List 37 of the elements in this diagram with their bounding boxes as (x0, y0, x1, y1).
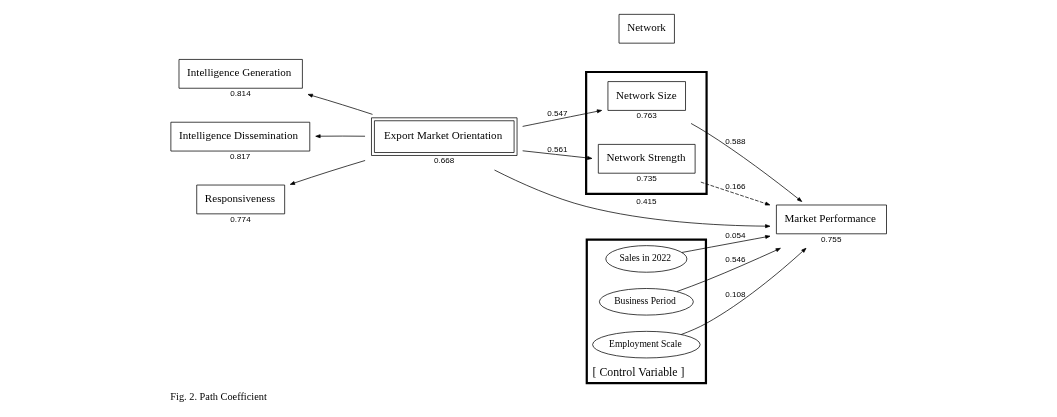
arrow (307, 93, 373, 115)
arrow (494, 169, 771, 229)
node-label: 0.735 (636, 174, 657, 184)
node-box: Intelligence Dissemination (170, 121, 311, 152)
arrow (690, 123, 803, 202)
edge-label: 0.588 (725, 137, 746, 147)
node-ellipse: Sales in 2022 (605, 245, 688, 273)
node-box: Intelligence Generation (178, 59, 303, 89)
arrow (700, 181, 771, 206)
arrow (681, 235, 771, 253)
arrow (676, 247, 781, 292)
edge-label: 0.546 (725, 254, 746, 264)
node-label: 0.814 (230, 89, 251, 99)
edge-label: 0.547 (547, 109, 568, 119)
node-box: Network Size (607, 81, 686, 111)
caption: Fig. 2. Path Coefficient (170, 391, 267, 403)
node-box: Network Strength (597, 144, 696, 174)
edge-label: 0.415 (636, 197, 657, 207)
edge-label: 0.561 (547, 144, 568, 154)
node-box: Responsiveness (196, 184, 286, 215)
node-label: 0.668 (433, 156, 455, 166)
node-label: 0.763 (636, 111, 657, 121)
node-box: Market Performance (776, 204, 887, 235)
node-ellipse: Business Period (599, 288, 694, 316)
arrow (289, 160, 366, 185)
edge-label: 0.054 (725, 231, 746, 241)
node-ellipse: Employment Scale (592, 330, 701, 359)
node-label: 0.755 (821, 234, 842, 244)
edge-label: 0.108 (725, 290, 746, 300)
arrow (680, 247, 807, 335)
node-box: Network (618, 14, 675, 44)
edge-label: 0.166 (725, 182, 746, 192)
node-label: 0.817 (229, 152, 251, 162)
arrow (315, 134, 366, 139)
arrow (522, 150, 593, 160)
arrow (522, 109, 602, 127)
node-label: 0.774 (230, 214, 251, 224)
